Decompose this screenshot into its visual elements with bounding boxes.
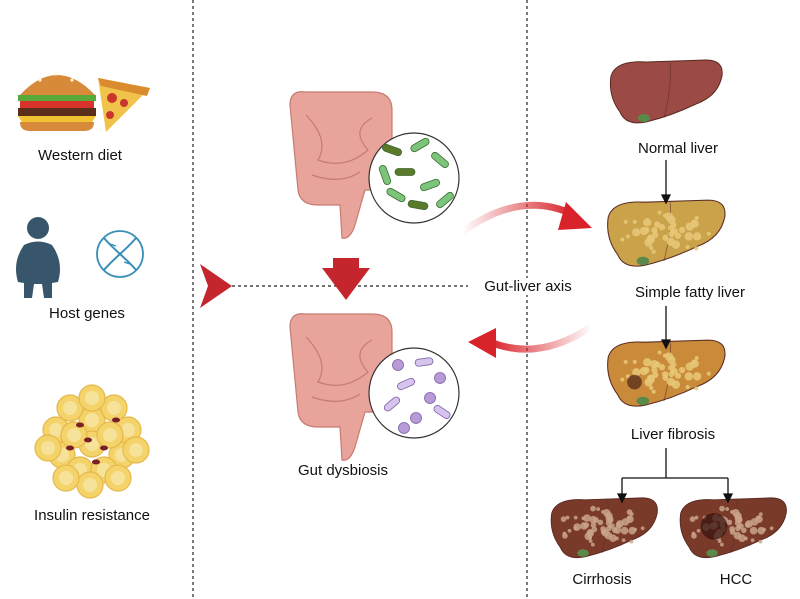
healthy-bacteria-group: [378, 137, 454, 211]
bacterium: [410, 137, 430, 153]
bacterium: [381, 143, 403, 157]
bacterium: [419, 178, 441, 192]
gut-dysbiosis-label: Gut dysbiosis: [297, 462, 389, 479]
bacterium: [397, 377, 415, 391]
hcc-label: HCC: [719, 571, 753, 588]
bacterium: [386, 187, 406, 203]
bacterium: [394, 168, 416, 176]
fibrosis-liver-icon: [607, 339, 726, 407]
bacterium: [407, 199, 429, 211]
cirrhosis-label: Cirrhosis: [572, 571, 632, 588]
immune-cell: [100, 445, 108, 451]
bacterium: [424, 392, 436, 404]
healthy-gut-icon: [289, 91, 460, 239]
bacterium: [383, 396, 401, 412]
bacterium: [378, 164, 392, 186]
normal-liver-icon: [609, 59, 723, 124]
liver-to-gut-arrow: [468, 323, 594, 358]
host-genes-label: Host genes: [49, 305, 125, 322]
immune-cell: [66, 445, 74, 451]
person-icon: [16, 217, 60, 298]
gut-to-liver-arrow: [459, 201, 592, 235]
bacterium: [436, 191, 454, 209]
bacterium: [431, 151, 449, 169]
bacterium: [433, 405, 451, 419]
dna-icon: [96, 230, 144, 278]
adipose-tissue-icon: [34, 384, 150, 499]
stage-arrows: [616, 160, 734, 504]
gut-liver-axis-label: Gut-liver axis: [478, 278, 578, 295]
immune-cell: [92, 459, 100, 465]
immune-cell: [84, 437, 92, 443]
bacterium: [434, 372, 446, 384]
bacterium: [414, 357, 434, 367]
cirrhosis-liver-icon: [550, 497, 658, 559]
burger-icon: [18, 72, 96, 131]
normal-liver-label: Normal liver: [637, 140, 719, 157]
bacterium: [392, 359, 404, 371]
chevron-icon: [200, 264, 232, 308]
down-arrow: [322, 258, 370, 300]
hcc-liver-icon: [679, 497, 787, 559]
insulin-resistance-label: Insulin resistance: [34, 507, 150, 524]
dysbiotic-bacteria-group: [383, 357, 451, 434]
fatty-liver-icon: [607, 199, 726, 267]
bacterium: [398, 422, 410, 434]
pizza-icon: [98, 78, 150, 132]
western-diet-label: Western diet: [38, 147, 122, 164]
fatty-liver-label: Simple fatty liver: [634, 284, 746, 301]
liver-fibrosis-label: Liver fibrosis: [630, 426, 716, 443]
immune-cell: [112, 417, 120, 423]
bacterium: [410, 412, 422, 424]
immune-cell: [76, 422, 84, 428]
dysbiotic-gut-icon: [289, 313, 460, 461]
